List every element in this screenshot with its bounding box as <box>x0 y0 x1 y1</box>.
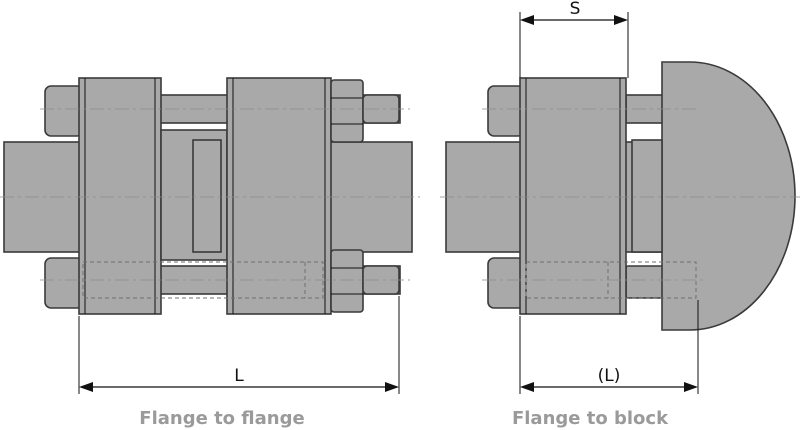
flange-2 <box>226 77 332 315</box>
dim-label-l-block: (L) <box>598 366 621 386</box>
sealing-ring <box>192 139 222 253</box>
flange-1 <box>78 77 162 315</box>
dimension-s: S <box>519 0 629 78</box>
flange-right <box>519 77 627 315</box>
block <box>661 61 796 331</box>
flange-to-flange-assembly: L <box>0 77 420 394</box>
sealing-ring-right <box>631 139 663 253</box>
bolt-head-top-right <box>487 85 525 137</box>
nut-top <box>330 79 364 143</box>
dimension-l: L <box>78 296 400 394</box>
bolt-head-bottom-right <box>487 257 525 309</box>
caption-flange-to-flange: Flange to flange <box>139 408 304 429</box>
flange-to-block-assembly: S (L) <box>440 0 800 394</box>
nut-bottom <box>330 249 364 313</box>
dim-label-l: L <box>234 366 244 386</box>
bolt-head-top <box>44 85 84 137</box>
dimension-l-block: (L) <box>519 300 699 394</box>
caption-flange-to-block: Flange to block <box>512 408 669 429</box>
bolt-head-bottom <box>44 257 84 309</box>
dim-label-s: S <box>570 0 581 19</box>
